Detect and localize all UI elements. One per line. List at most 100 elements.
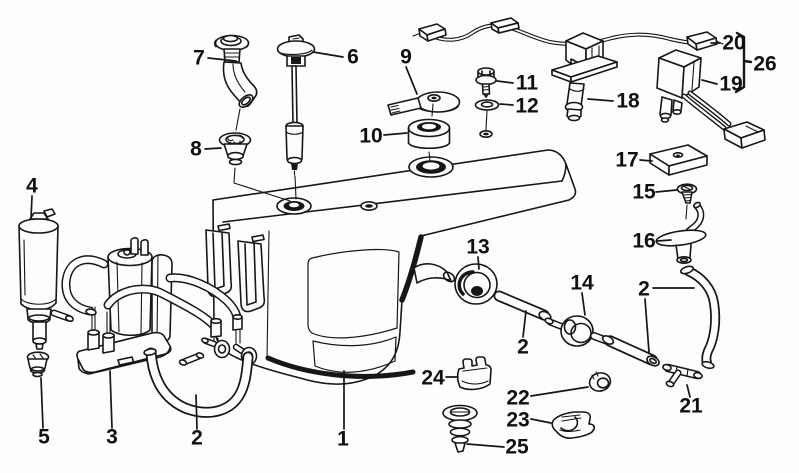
callout-14-16: 14 <box>570 272 594 316</box>
callout-2-17: 2 <box>638 278 695 353</box>
leader-line <box>587 98 614 102</box>
callout-label: 2 <box>638 278 650 301</box>
callout-label: 21 <box>679 395 703 418</box>
leader-line <box>109 370 113 429</box>
callout-24-23: 24 <box>421 367 459 390</box>
callout-label: 3 <box>106 426 118 449</box>
part-plug <box>26 351 50 378</box>
callout-label: 22 <box>506 387 529 410</box>
callout-21-27: 21 <box>679 384 703 418</box>
tank-strap <box>237 240 266 313</box>
leader-line <box>686 384 691 398</box>
leader-line <box>581 292 586 316</box>
callout-25-26: 25 <box>466 436 529 459</box>
leader-line <box>30 195 33 220</box>
callout-label: 2 <box>517 336 529 359</box>
leader-line <box>312 51 344 58</box>
callout-label: 16 <box>632 230 655 253</box>
leader-line <box>701 79 718 85</box>
part-holder <box>655 201 707 264</box>
part-clamp <box>551 411 596 439</box>
leader-line <box>207 57 237 62</box>
part-check-valve <box>544 315 617 348</box>
callout-18-7: 18 <box>587 90 640 113</box>
leader-line <box>405 66 418 95</box>
callout-label: 10 <box>359 125 382 148</box>
callout-20-8: 20 <box>710 32 746 55</box>
callout-label: 5 <box>38 426 50 449</box>
callout-label: 25 <box>505 436 529 459</box>
part-vent-valve <box>551 32 618 122</box>
callout-8-4: 8 <box>190 138 222 161</box>
leader-line <box>639 159 653 162</box>
tank-filler-opening-right <box>408 156 454 178</box>
part-grommet-8 <box>218 132 291 202</box>
callout-22-24: 22 <box>506 386 589 410</box>
callout-3-20: 3 <box>106 370 118 449</box>
part-tube-straight <box>601 335 660 367</box>
callout-label: 19 <box>719 73 742 96</box>
tank-small-oval <box>360 201 378 212</box>
part-screw <box>676 183 698 220</box>
leader-line <box>522 310 527 338</box>
callout-label: 14 <box>570 272 594 295</box>
leader-line <box>530 418 552 424</box>
callout-17-11: 17 <box>615 149 653 172</box>
callout-label: 20 <box>722 32 745 55</box>
callout-label: 12 <box>515 95 538 118</box>
part-retainer-plate <box>387 91 461 117</box>
callout-label: 26 <box>753 53 776 76</box>
bracket-26 <box>734 31 753 94</box>
part-bushing <box>588 371 612 392</box>
part-hose-right <box>679 265 721 370</box>
part-fuel-accumulator <box>18 208 74 350</box>
part-rubber-pad <box>649 144 708 176</box>
tank-bolt-hole <box>479 130 493 139</box>
callout-label: 17 <box>615 149 638 172</box>
callout-label: 11 <box>516 72 539 95</box>
callout-4-14: 4 <box>26 175 38 220</box>
part-fuel-pump-assembly <box>61 237 173 375</box>
leader-line <box>496 80 514 84</box>
callout-label: 2 <box>191 427 203 450</box>
callout-7-0: 7 <box>193 47 237 70</box>
callout-label: 13 <box>466 236 489 259</box>
callout-2-21: 2 <box>191 394 203 450</box>
callout-15-12: 15 <box>632 181 678 204</box>
callout-12-6: 12 <box>499 95 539 118</box>
callout-label: 23 <box>506 409 529 432</box>
callout-23-25: 23 <box>506 409 552 432</box>
leader-line <box>40 377 44 429</box>
callout-10-3: 10 <box>359 125 408 148</box>
callout-6-1: 6 <box>312 46 359 69</box>
part-filler-vent-pipe <box>213 34 258 131</box>
part-wiring-harness <box>412 17 724 51</box>
part-t-connector <box>662 363 703 388</box>
callout-13-15: 13 <box>466 236 490 270</box>
callout-label: 15 <box>632 181 656 204</box>
leader-line <box>204 147 222 150</box>
part-grommet-disc <box>442 263 498 305</box>
callout-9-2: 9 <box>400 46 418 95</box>
part-hose-bottom <box>143 347 254 418</box>
callout-label: 6 <box>347 46 359 69</box>
callout-label: 9 <box>400 46 412 69</box>
callout-label: 18 <box>616 90 640 113</box>
callout-11-5: 11 <box>496 72 539 95</box>
leader-line <box>195 394 198 430</box>
leader-line <box>530 386 589 397</box>
callout-label: 1 <box>337 428 349 451</box>
callout-26-10: 26 <box>753 53 776 76</box>
part-fuel-level-sender <box>276 34 316 200</box>
part-bolt <box>475 67 497 98</box>
callout-19-9: 19 <box>701 73 743 96</box>
part-fuel-tank <box>205 130 577 385</box>
callout-5-19: 5 <box>38 377 50 449</box>
leader-line <box>383 132 408 136</box>
callout-1-22: 1 <box>337 370 349 451</box>
callout-label: 7 <box>193 47 205 70</box>
callout-label: 8 <box>190 138 202 161</box>
part-expansion-valve <box>656 49 766 149</box>
leader-line <box>499 103 514 106</box>
